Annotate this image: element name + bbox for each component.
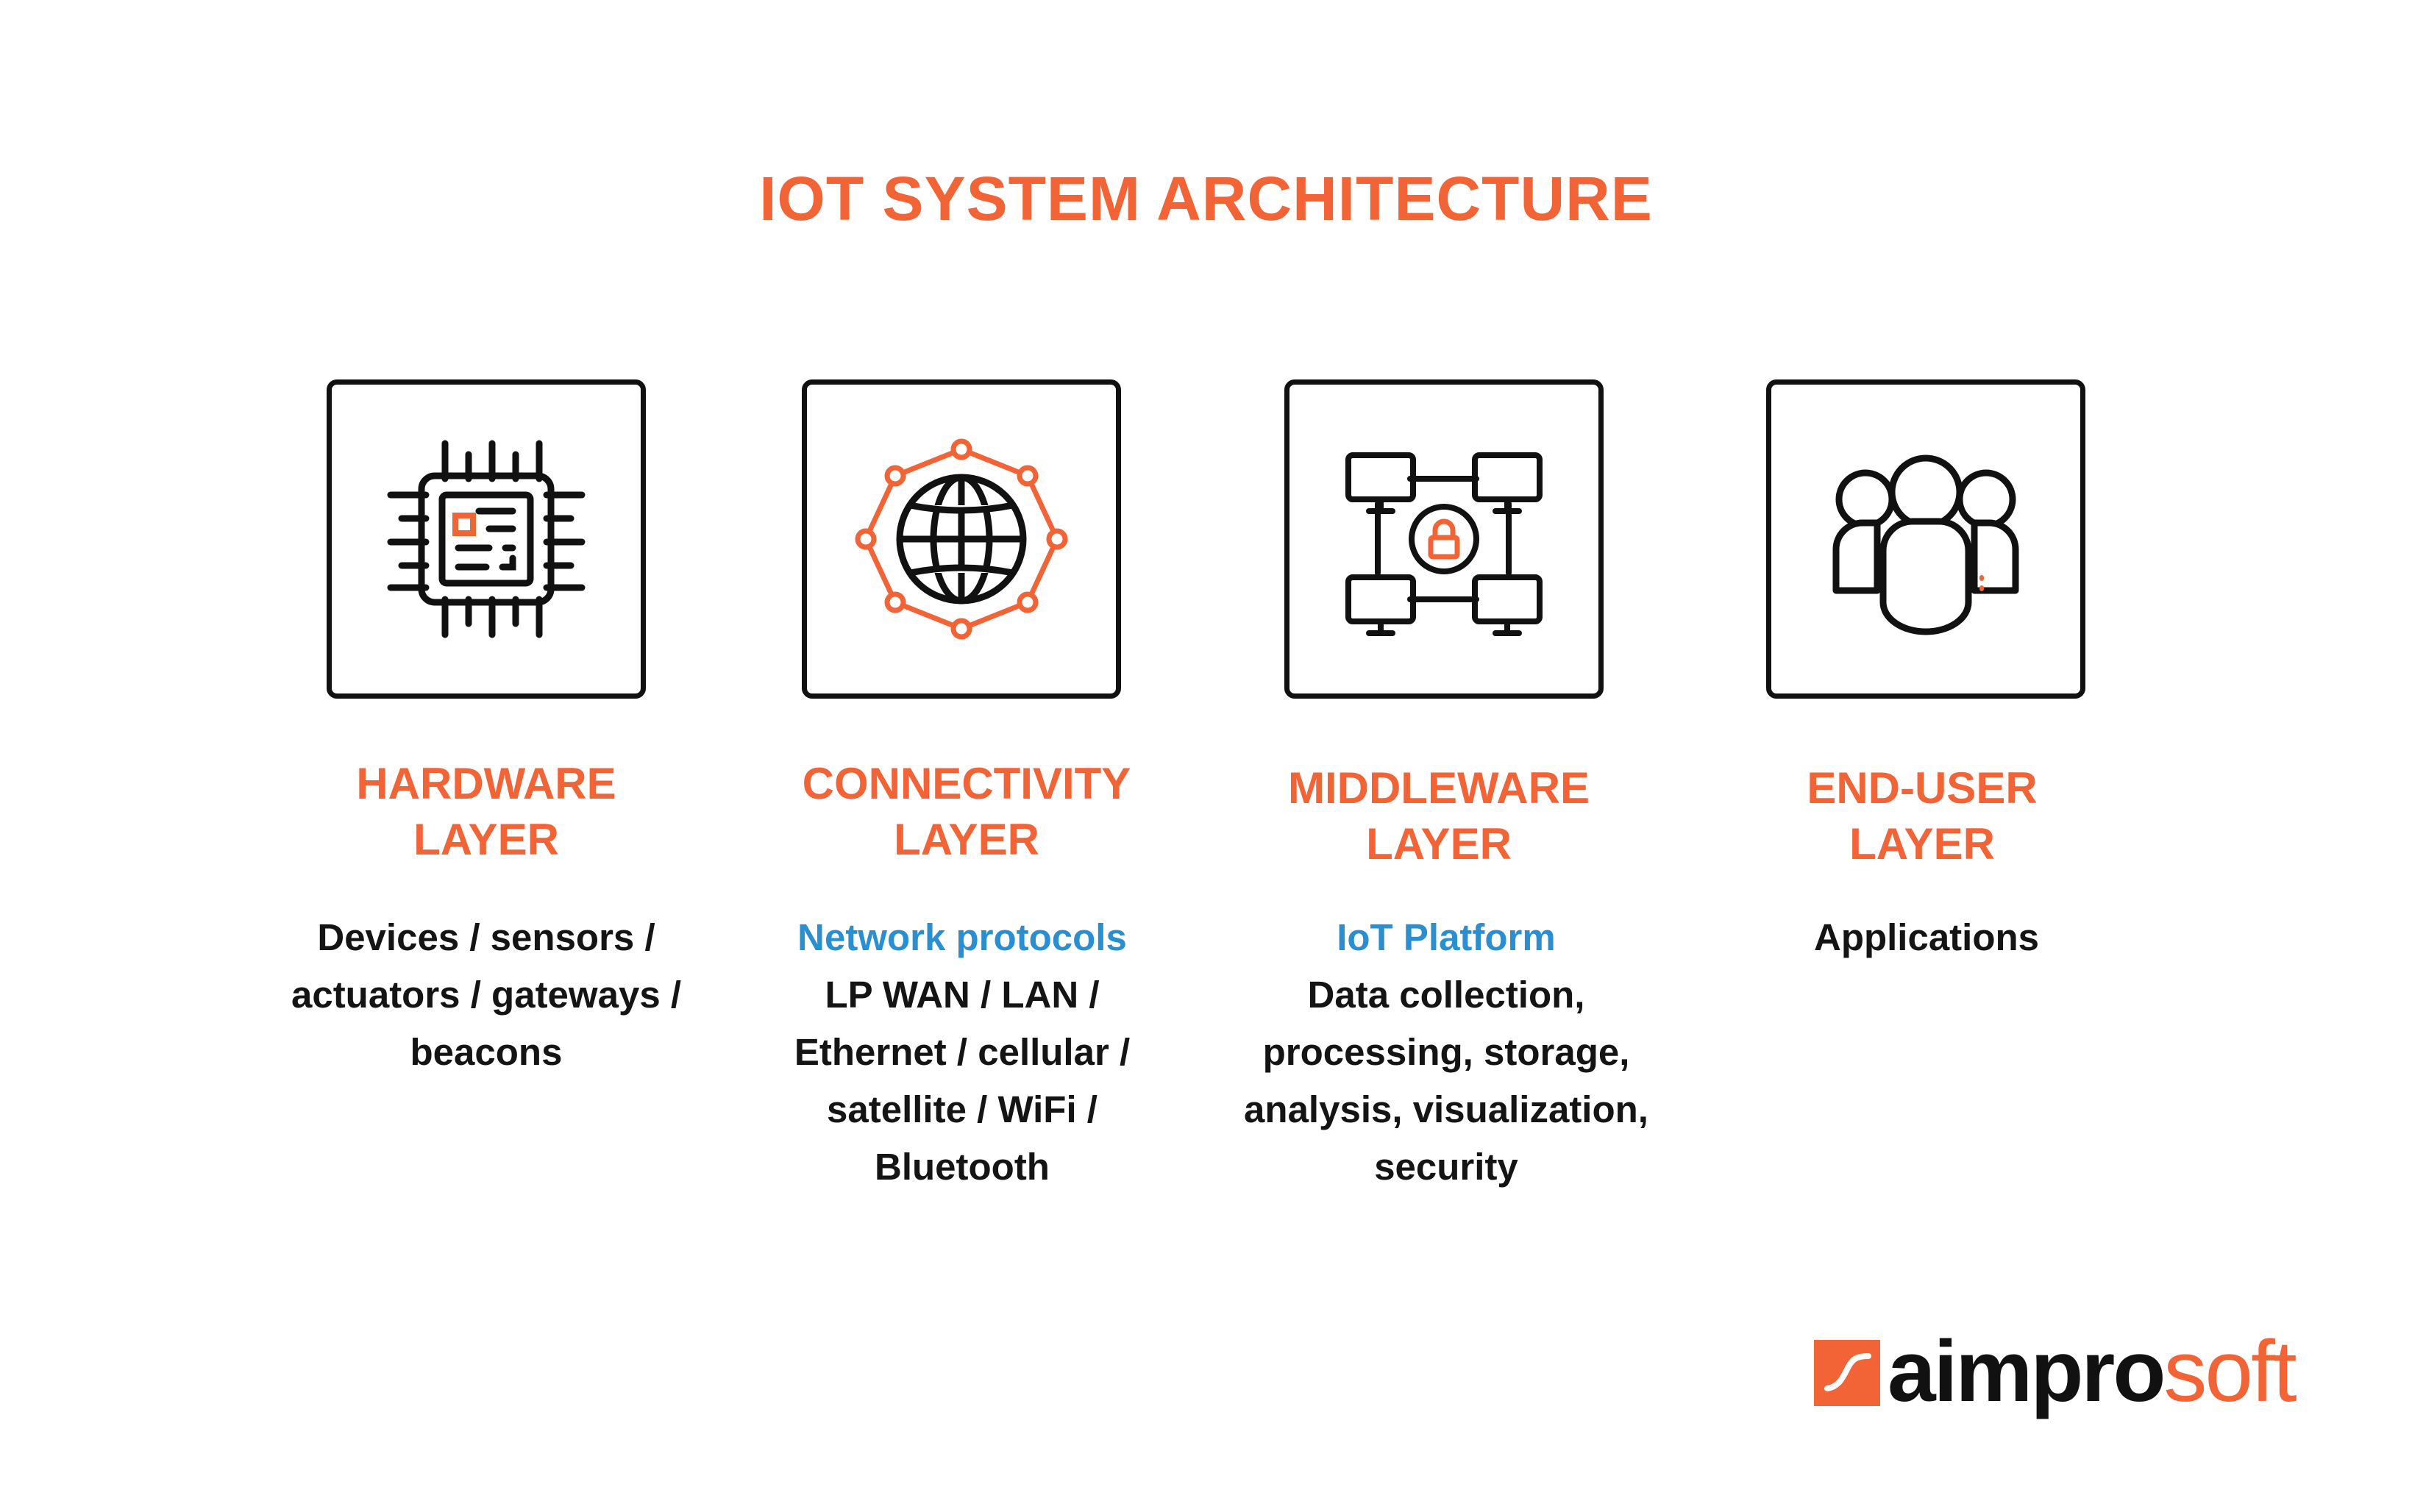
description-line: LP WAN / LAN / [825,974,1100,1016]
end-user-description: Applications [1647,909,2206,966]
description-line: processing, storage, [1262,1031,1630,1073]
description-line: satellite / WiFi / [827,1088,1098,1130]
hardware-icon-box [327,379,646,699]
logo-mark-icon [1814,1340,1880,1406]
description-line: beacons [410,1031,563,1073]
layer-title-line: CONNECTIVITY [802,759,1131,808]
description-line: Applications [1813,916,2040,958]
hardware-layer-title: HARDWARE LAYER [229,756,744,868]
description-line: Bluetooth [875,1146,1050,1188]
layer-title-line: LAYER [1366,819,1512,869]
description-subheading: IoT Platform [1337,916,1556,958]
connectivity-description: Network protocols LP WAN / LAN / Etherne… [683,909,1242,1196]
description-line: Data collection, [1307,974,1585,1016]
layer-title-line: MIDDLEWARE [1288,763,1590,813]
user-group-icon [1832,454,2019,635]
logo-text-accent: soft [2163,1323,2297,1420]
logo-text-main: aimpro [1888,1323,2166,1420]
description-line: Devices / sensors / [317,916,655,958]
description-subheading: Network protocols [797,916,1127,958]
networked-computers-lock-icon [1345,452,1543,636]
diagram-title: IOT SYSTEM ARCHITECTURE [759,164,1653,233]
middleware-icon-box [1284,379,1604,699]
logo-wordmark: aimprosoft [1888,1323,2297,1420]
description-line: Ethernet / cellular / [794,1031,1131,1073]
aimprosoft-logo: aimprosoft [1814,1324,2329,1427]
layer-title-line: LAYER [894,815,1039,864]
layer-title-line: LAYER [1849,819,1995,869]
layer-title-line: LAYER [413,815,559,864]
connectivity-icon-box [802,379,1121,699]
microchip-icon [387,440,586,638]
middleware-layer-title: MIDDLEWARE LAYER [1181,760,1696,872]
connectivity-layer-title: CONNECTIVITY LAYER [709,756,1224,868]
description-line: analysis, visualization, [1244,1088,1648,1130]
description-line: security [1374,1146,1518,1188]
globe-network-icon [855,438,1068,640]
end-user-layer-title: END-USER LAYER [1665,760,2180,872]
layer-title-line: END-USER [1807,763,2038,813]
description-line: actuators / gateways / [291,974,682,1016]
hardware-description: Devices / sensors / actuators / gateways… [207,909,766,1081]
middleware-description: IoT Platform Data collection, processing… [1167,909,1726,1196]
end-user-icon-box [1766,379,2085,699]
layer-title-line: HARDWARE [356,759,616,808]
